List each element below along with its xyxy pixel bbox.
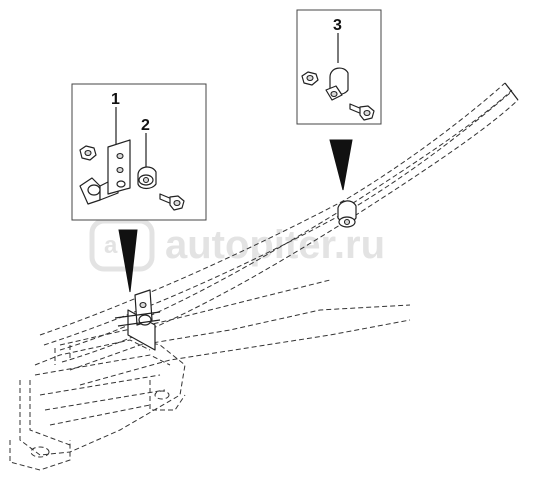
nut-icon bbox=[79, 145, 97, 161]
callout-number-3: 3 bbox=[333, 17, 342, 34]
bolt-icon bbox=[159, 193, 185, 211]
bolt-icon bbox=[349, 103, 375, 121]
callout-number-2: 2 bbox=[141, 117, 150, 134]
cable-clip bbox=[337, 200, 357, 228]
bracket-icon bbox=[79, 139, 131, 205]
watermark-text: autopiter.ru bbox=[165, 223, 385, 267]
pointer-arrow-right-icon bbox=[329, 139, 353, 191]
callout-box-part-3: 3 bbox=[296, 9, 382, 125]
shifter-base bbox=[9, 339, 186, 471]
mounted-bracket bbox=[114, 289, 161, 351]
clip-icon bbox=[137, 166, 157, 190]
callout-box-parts-1-2: 1 2 bbox=[71, 83, 207, 221]
nut-icon bbox=[301, 71, 319, 86]
watermark: a autopiter.ru bbox=[89, 218, 385, 272]
pointer-arrow-left-icon bbox=[118, 229, 138, 293]
watermark-logo-letter: a bbox=[104, 232, 118, 259]
callout-number-1: 1 bbox=[111, 91, 120, 108]
watermark-logo-icon bbox=[89, 218, 155, 272]
pointer-arrows bbox=[118, 139, 353, 293]
clip-icon bbox=[325, 67, 349, 101]
